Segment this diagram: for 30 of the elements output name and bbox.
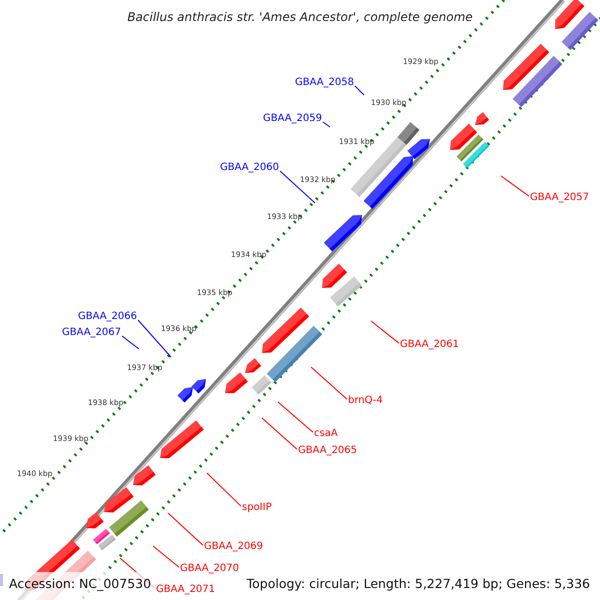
gene-label: GBAA_2069 <box>204 541 264 553</box>
gene-label: brnQ-4 <box>348 395 383 407</box>
gene-label: GBAA_2067 <box>62 327 121 339</box>
leader-line <box>168 512 204 546</box>
title: Bacillus anthracis str. 'Ames Ancestor', complete genome <box>126 10 474 24</box>
leader-line <box>122 336 140 350</box>
leader-line <box>278 402 314 433</box>
gene-label: GBAA_2070 <box>180 563 240 575</box>
gene-label: GBAA_2065 <box>298 445 358 457</box>
accession-label: Accession: NC_007530 <box>9 576 152 591</box>
gene-label: GBAA_2058 <box>294 77 354 89</box>
leader-line <box>138 320 172 358</box>
genome-info-label: Topology: circular; Length: 5,227,419 bp; Genes: 5,336 <box>246 576 590 591</box>
leader-line <box>500 176 530 197</box>
gene-label: GBAA_2060 <box>220 162 279 174</box>
leader-line <box>280 170 316 204</box>
gene-label: csaA <box>314 428 338 440</box>
gene-label: GBAA_2057 <box>530 192 590 204</box>
gene-label: spoIIP <box>242 502 272 514</box>
leader-line <box>262 418 298 450</box>
leader-line <box>152 546 180 568</box>
leader-line <box>206 472 242 507</box>
leader-line <box>322 122 330 128</box>
leader-line <box>310 366 348 400</box>
gene-label: GBAA_2059 <box>262 113 322 125</box>
gene-label: GBAA_2066 <box>78 311 137 323</box>
gene-label: GBAA_2071 <box>156 584 216 596</box>
leader-line <box>370 320 400 344</box>
gene-label: GBAA_2061 <box>400 339 460 351</box>
leader-line <box>354 86 364 96</box>
